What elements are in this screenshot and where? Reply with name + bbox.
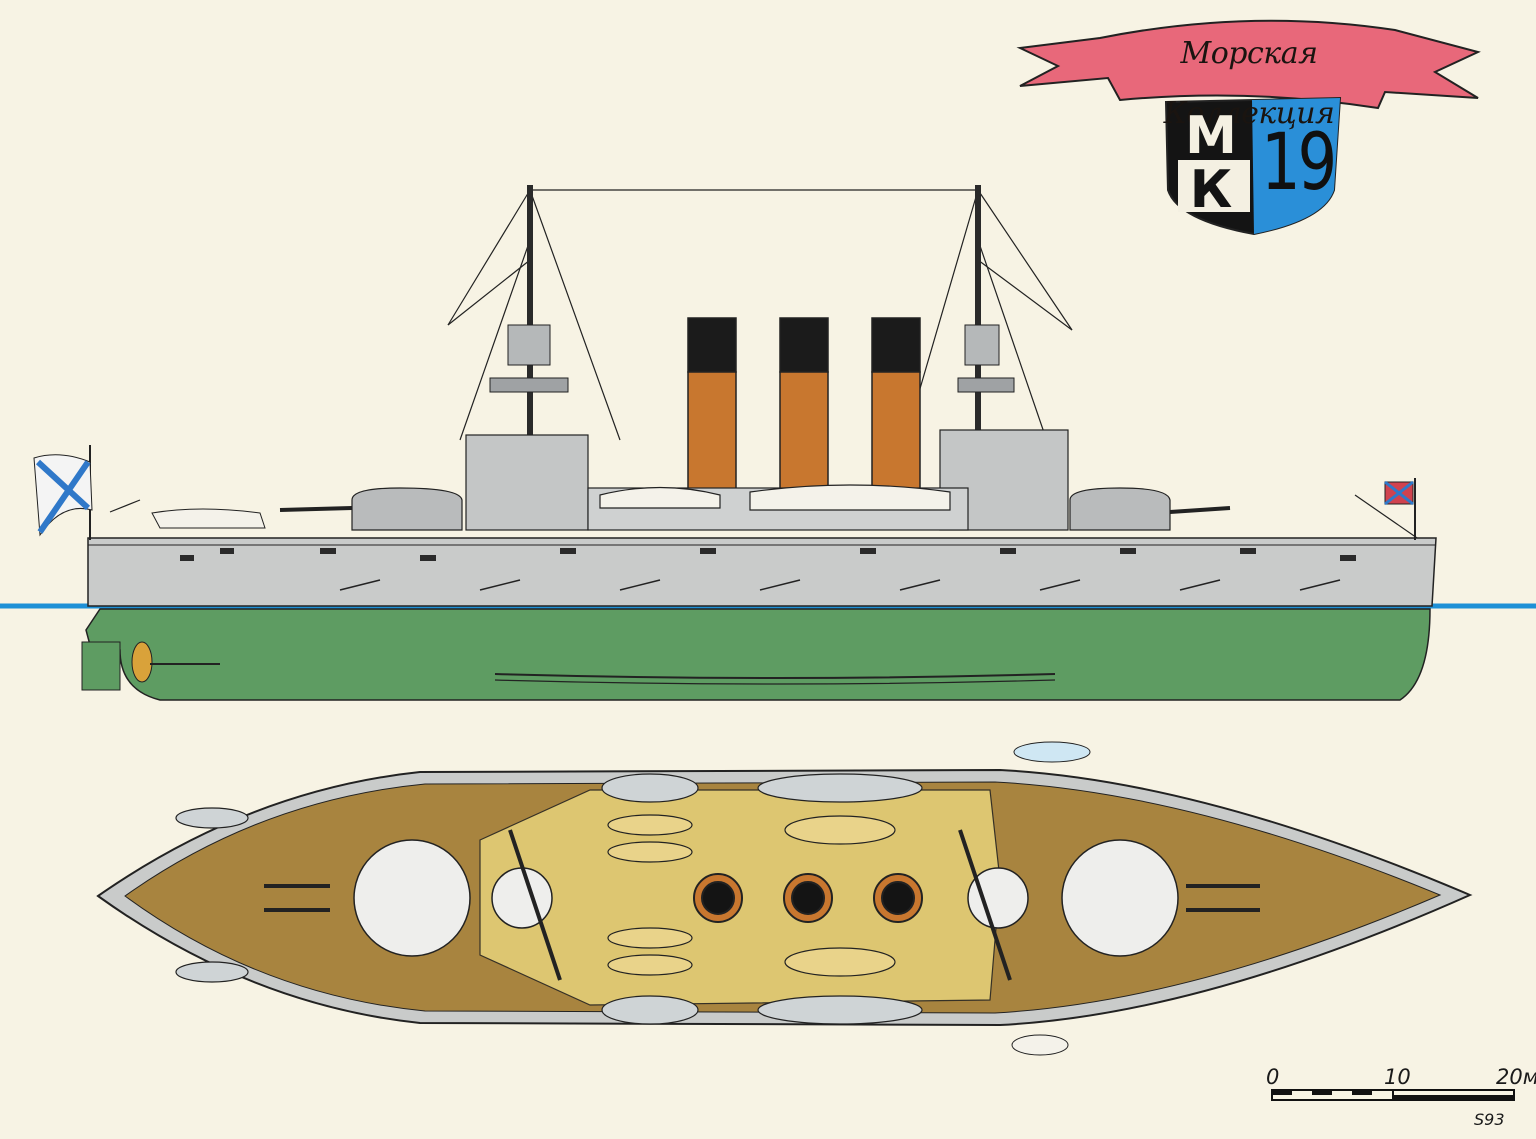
banner-ribbon [1016,19,1481,110]
banner-title: Морская Коллекция [1163,36,1335,131]
issue-number: 19 [1261,118,1337,208]
plan-view [96,741,1473,1056]
collection-logo [1016,19,1481,236]
side-profile [33,185,1437,701]
hull-upper [87,537,1437,607]
stern-flag [33,445,93,540]
funnels [687,317,921,491]
scale-label-0: 0 [1266,1065,1280,1089]
scale-label-10: 10 [1384,1065,1411,1089]
hull-underwater [85,608,1431,701]
badge-letter-top: М [1185,106,1237,166]
artist-signature: S93 [1474,1110,1505,1129]
scale-bar [1271,1089,1515,1101]
badge-letter-bottom: К [1189,160,1233,220]
bow-flag [1384,478,1416,540]
scale-label-20: 20м [1496,1065,1536,1089]
